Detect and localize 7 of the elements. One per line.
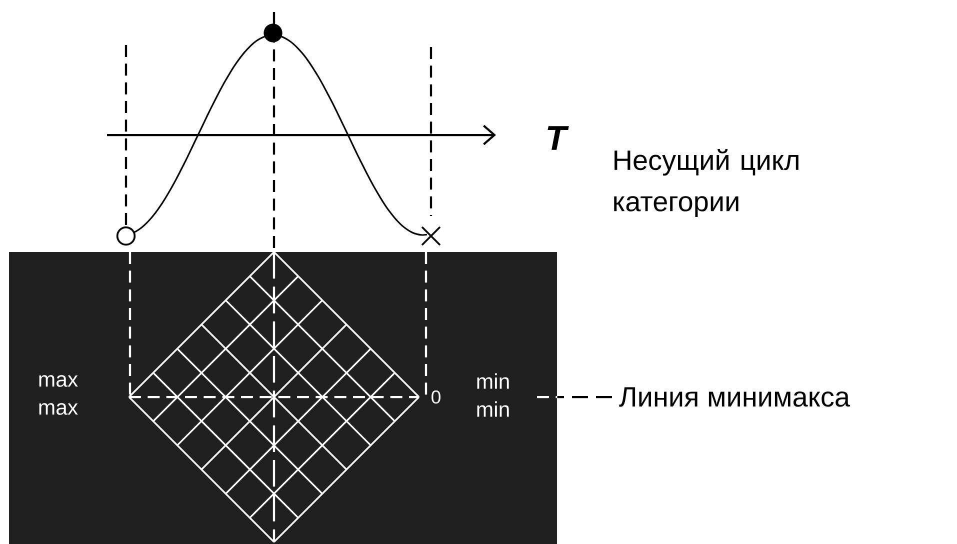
axis-label: T [548, 126, 569, 150]
zero-label: 0 [432, 390, 440, 404]
leader-line [557, 396, 612, 398]
line-label: Линия минимакса [619, 387, 850, 407]
max-label: max [39, 403, 78, 415]
caption-text: Несущий цикл категории [614, 149, 798, 217]
max-label: max [39, 375, 78, 387]
